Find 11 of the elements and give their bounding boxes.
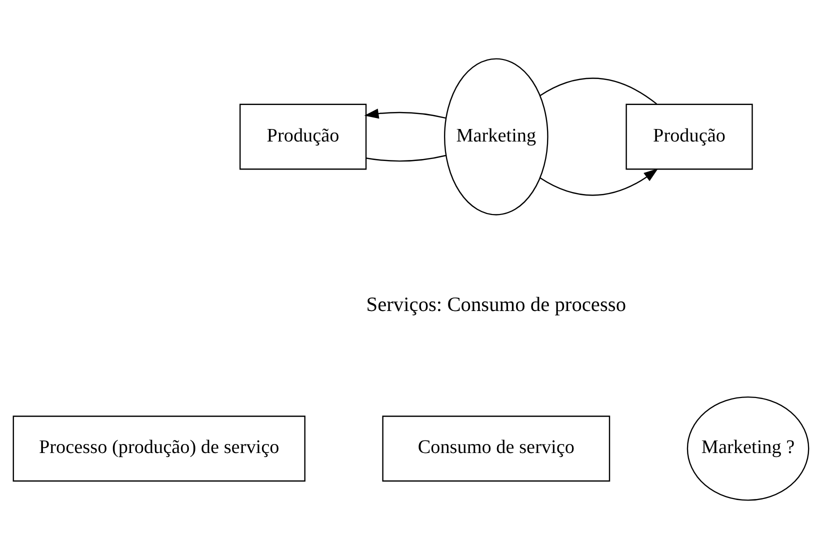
node-box: Processo (produção) de serviço xyxy=(12,416,306,482)
node-box: Consumo de serviço xyxy=(382,416,610,482)
node-box: Produção xyxy=(239,104,367,170)
label: Serviços: Consumo de processo xyxy=(366,294,626,316)
arrow xyxy=(364,108,446,119)
node-box: Produção xyxy=(626,104,753,170)
node-ellipse: Marketing xyxy=(444,58,548,216)
connector xyxy=(366,154,446,162)
connector xyxy=(540,78,658,104)
node-ellipse: Marketing ? xyxy=(686,396,810,501)
arrow xyxy=(540,168,658,196)
